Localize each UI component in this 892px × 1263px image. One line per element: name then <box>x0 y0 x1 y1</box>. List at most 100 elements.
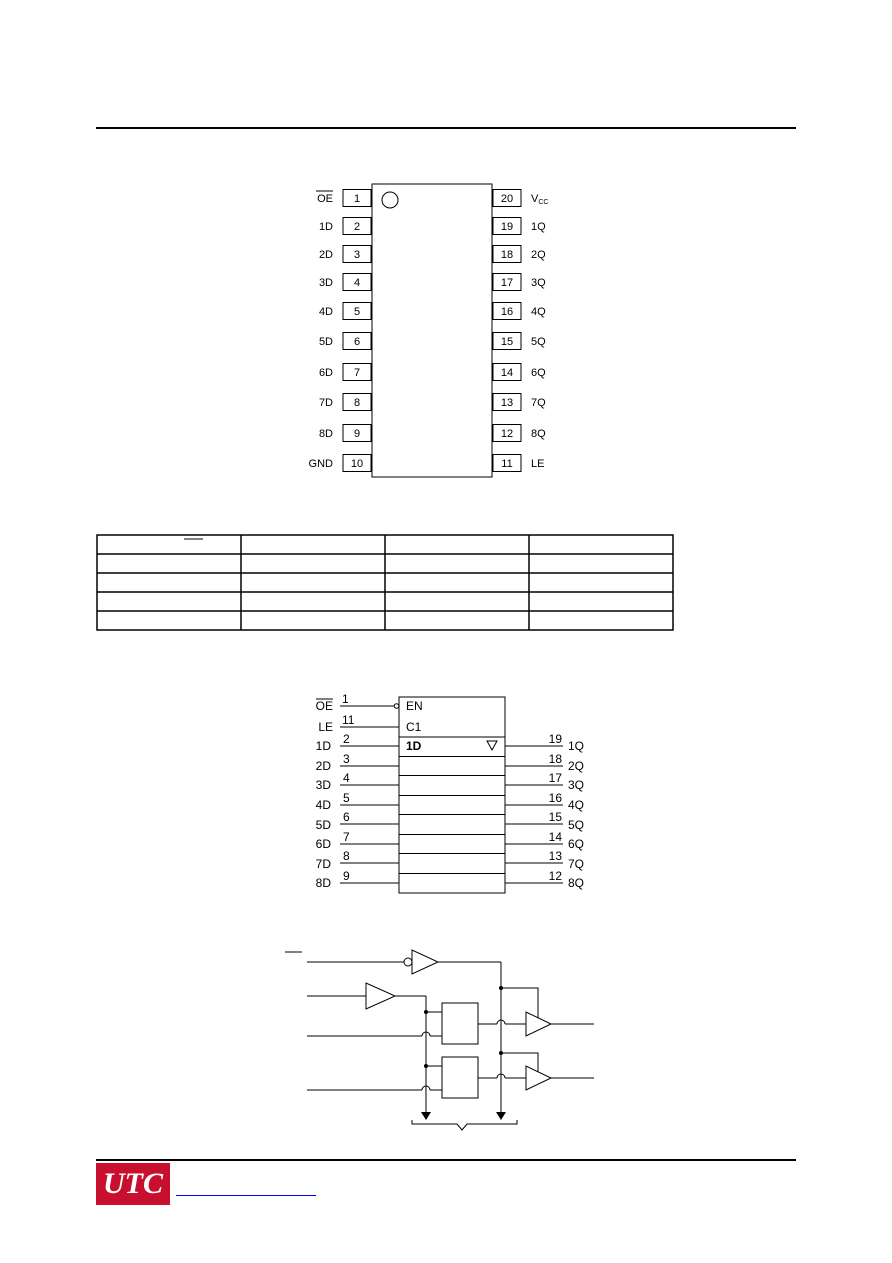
ic-package-body <box>371 183 493 478</box>
pin-box <box>492 217 522 235</box>
pin-left-10: 10 GND <box>309 454 372 472</box>
pin-label: 8Q <box>531 428 546 440</box>
pin-number: 1 <box>354 193 360 205</box>
output-label: 8Q <box>568 876 584 890</box>
pin-right-15: 15 5Q <box>492 332 546 350</box>
output-triangle-icon <box>486 740 498 752</box>
pin-number: 7 <box>354 367 360 379</box>
pin-box <box>342 332 372 350</box>
control-pin-number: 11 <box>342 713 355 727</box>
pin-label: 4D <box>319 306 333 318</box>
pin1-marker <box>381 191 399 209</box>
pin-number: 15 <box>501 336 513 348</box>
pin-label: 6D <box>319 367 333 379</box>
output-label: 1Q <box>568 739 584 753</box>
input-label: 8D <box>316 876 332 890</box>
pin-number: 3 <box>354 249 360 261</box>
pin-left-8: 87D <box>319 393 372 411</box>
pin-label: 8D <box>319 428 333 440</box>
input-pin-number: 3 <box>343 752 350 766</box>
pin-label: OE <box>317 193 333 205</box>
control-pin-number: 1 <box>342 692 349 706</box>
pin-box <box>492 302 522 320</box>
pin-label: 3D <box>319 277 333 289</box>
pin-label: 2D <box>319 249 333 261</box>
pin-number: 17 <box>501 277 513 289</box>
input-pin-number: 4 <box>343 771 350 785</box>
pin-number: 20 <box>501 193 513 205</box>
input-pin-number: 9 <box>343 869 350 883</box>
pin-left-6: 65D <box>319 332 372 350</box>
output-pin-number: 18 <box>549 752 563 766</box>
pin-label: LE <box>531 458 544 470</box>
website-link[interactable] <box>176 1195 316 1196</box>
control-inner-label: C1 <box>406 720 422 734</box>
pin-box <box>342 424 372 442</box>
output-label: 7Q <box>568 857 584 871</box>
pin-left-1: 1 OE <box>316 189 372 207</box>
pin-number: 8 <box>354 397 360 409</box>
pin-left-9: 9 8D <box>319 424 372 442</box>
input-label: 6D <box>316 837 332 851</box>
input-label: 1D <box>316 739 332 753</box>
pin-number: 5 <box>354 306 360 318</box>
utc-logo: UTC <box>96 1163 170 1205</box>
logic-row-9: 8D 9 12 8Q <box>316 869 584 890</box>
pin-number: 10 <box>351 458 363 470</box>
output-pin-number: 15 <box>549 810 563 824</box>
output-label: 2Q <box>568 759 584 773</box>
pin-left-4: 43D <box>319 273 372 291</box>
output-label: 4Q <box>568 798 584 812</box>
pin-box <box>492 273 522 291</box>
header-rule <box>96 127 796 129</box>
pin-box <box>492 363 522 381</box>
logic-diagram <box>285 949 594 1131</box>
output-label: 6Q <box>568 837 584 851</box>
pin-box <box>342 189 372 207</box>
output-pin-number: 12 <box>549 869 563 883</box>
output-pin-number: 14 <box>549 830 563 844</box>
output-label: 5Q <box>568 818 584 832</box>
footer-rule <box>96 1159 796 1161</box>
pin-left-3: 3 2D <box>319 245 372 263</box>
pin-number: 14 <box>501 367 513 379</box>
logic-row-5: 4D 5 16 4Q <box>316 791 584 812</box>
first-inner-label: 1D <box>406 739 422 753</box>
pin-left-7: 7 6D <box>319 363 372 381</box>
pin-label: GND <box>309 458 334 470</box>
pin-label: 5Q <box>531 336 546 348</box>
pin-box <box>342 302 372 320</box>
pin-box <box>492 424 522 442</box>
pin-label: 7Q <box>531 397 546 409</box>
pin-number: 9 <box>354 428 360 440</box>
input-label: 4D <box>316 798 332 812</box>
output-pin-number: 16 <box>549 791 563 805</box>
pin-box <box>342 393 372 411</box>
pin-box <box>492 245 522 263</box>
pin-number: 6 <box>354 336 360 348</box>
input-pin-number: 6 <box>343 810 350 824</box>
output-pin-number: 13 <box>549 849 563 863</box>
output-pin-number: 17 <box>549 771 563 785</box>
input-label: 7D <box>316 857 332 871</box>
pin-label: 4Q <box>531 306 546 318</box>
control-inner-label: EN <box>406 699 423 713</box>
control-label: OE <box>316 699 333 713</box>
pin-left-5: 5 4D <box>319 302 372 320</box>
input-pin-number: 5 <box>343 791 350 805</box>
pin-number: 2 <box>354 221 360 233</box>
